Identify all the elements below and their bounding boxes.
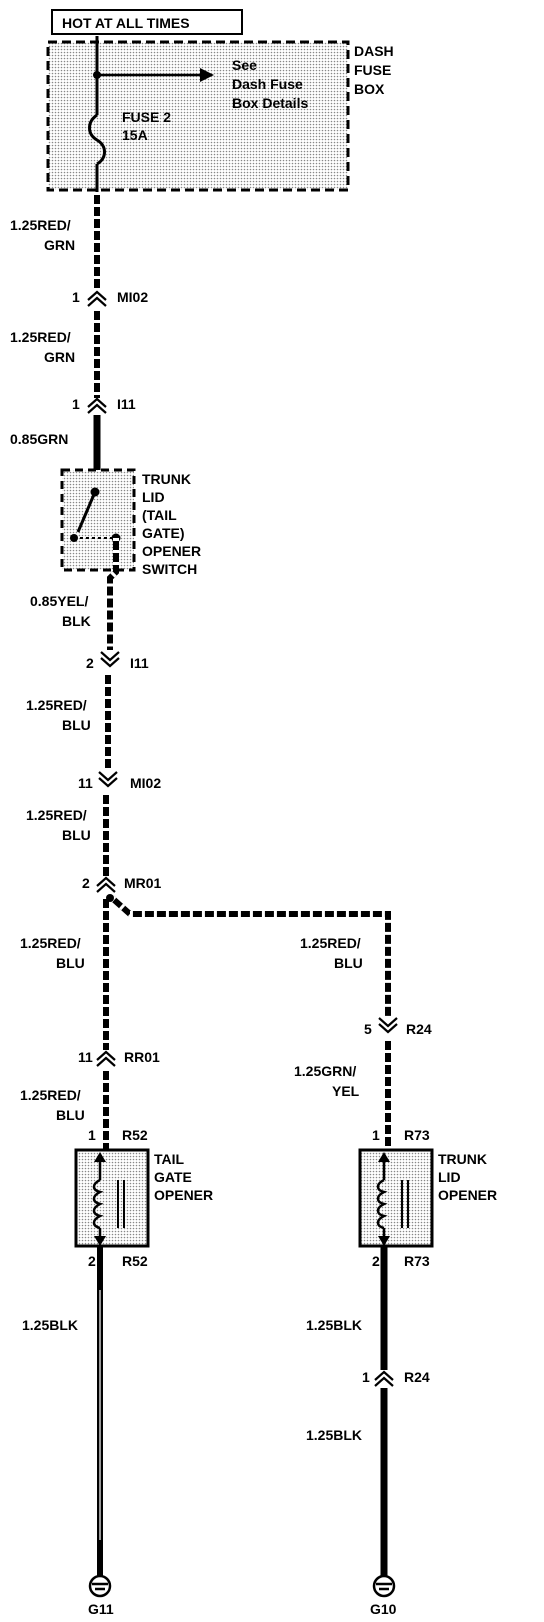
dash-fuse-box: See Dash Fuse Box Details FUSE 2 15A DAS… — [46, 36, 394, 192]
trunk-opener-title-3: OPENER — [438, 1187, 497, 1203]
connector-name: RR01 — [124, 1049, 160, 1065]
switch-blade-icon — [76, 491, 97, 533]
tailgate-title-1: TAIL — [154, 1151, 185, 1167]
connector-label: R73 — [404, 1253, 430, 1269]
connector-r24-5: 5 R24 — [364, 1016, 432, 1037]
connector-name: I11 — [117, 396, 136, 412]
wire-label: 1.25BLK — [306, 1317, 362, 1333]
ground-symbol-g10: G10 — [370, 1574, 397, 1617]
fuse-note-line-3: Box Details — [232, 95, 308, 111]
wire-label: 1.25GRN/ — [294, 1063, 356, 1079]
connector-pin: 5 — [364, 1021, 372, 1037]
connector-i11-1: 1 I11 — [72, 396, 136, 415]
wire-label: 1.25RED/ — [20, 1087, 81, 1103]
fuse-box-title-1: DASH — [354, 43, 394, 59]
pin-label: 2 — [88, 1253, 96, 1269]
solenoid-coil-icon — [92, 1178, 104, 1230]
fuse-name: FUSE 2 — [122, 109, 171, 125]
connector-label: R52 — [122, 1253, 148, 1269]
wire-label: BLK — [62, 613, 91, 629]
connector-name: I11 — [130, 655, 149, 671]
wire-label: BLU — [62, 717, 91, 733]
switch-title-5: OPENER — [142, 543, 201, 559]
tailgate-opener: 1 R52 2 R52 TAIL GATE OPENER — [74, 1127, 213, 1269]
switch-title-1: TRUNK — [142, 471, 191, 487]
connector-name: R24 — [406, 1021, 432, 1037]
connector-r24-1: 1 R24 — [362, 1369, 430, 1388]
wire-label: 1.25RED/ — [300, 935, 361, 951]
ground-label: G10 — [370, 1601, 397, 1617]
wire-label: 1.25RED/ — [20, 935, 81, 951]
connector-pin: 11 — [78, 775, 93, 791]
ground-symbol-g11: G11 — [88, 1574, 114, 1617]
fuse-box-title-2: FUSE — [354, 62, 391, 78]
wire-label: BLU — [56, 955, 85, 971]
fuse-box-title-3: BOX — [354, 81, 385, 97]
wire-label: 1.25RED/ — [10, 329, 71, 345]
pin-label: 2 — [372, 1253, 380, 1269]
pin-label: 1 — [372, 1127, 380, 1143]
hot-label: HOT AT ALL TIMES — [62, 15, 190, 31]
wire-branch — [103, 894, 391, 1050]
switch-title-2: LID — [142, 489, 165, 505]
connector-mr01-2: 2 MR01 — [82, 875, 162, 894]
wire-label: BLU — [62, 827, 91, 843]
connector-pin: 11 — [78, 1049, 93, 1065]
wire-label: 0.85GRN — [10, 431, 68, 447]
wire-label: 1.25BLK — [22, 1317, 78, 1333]
wire-label: YEL — [332, 1083, 360, 1099]
wire-label: GRN — [44, 237, 75, 253]
hot-at-all-times-box: HOT AT ALL TIMES — [51, 9, 243, 35]
ground-label: G11 — [88, 1601, 114, 1617]
connector-i11-2: 2 I11 — [86, 650, 149, 671]
connector-label: R52 — [122, 1127, 148, 1143]
trunk-lid-opener: 1 R73 2 R73 TRUNK LID OPENER — [358, 1127, 497, 1269]
connector-name: MR01 — [124, 875, 162, 891]
trunk-opener-title-2: LID — [438, 1169, 461, 1185]
connector-rr01-11: 11 RR01 — [78, 1049, 160, 1068]
trunk-opener-title-1: TRUNK — [438, 1151, 487, 1167]
connector-mi02-11: 11 MI02 — [78, 770, 161, 791]
tailgate-title-2: GATE — [154, 1169, 192, 1185]
solenoid-coil-icon — [376, 1178, 388, 1230]
fuse-icon — [88, 113, 106, 166]
wire-label: BLU — [56, 1107, 85, 1123]
switch-title-4: GATE) — [142, 525, 185, 541]
wire-label: 0.85YEL/ — [30, 593, 88, 609]
connector-pin: 1 — [362, 1369, 370, 1385]
connector-name: R24 — [404, 1369, 430, 1385]
connector-pin: 2 — [86, 655, 94, 671]
connector-name: MI02 — [117, 289, 148, 305]
trunk-lid-opener-switch: TRUNK LID (TAIL GATE) OPENER SWITCH — [60, 468, 201, 577]
wire-label: 1.25RED/ — [26, 697, 87, 713]
connector-pin: 1 — [72, 396, 80, 412]
fuse-note-line-1: See — [232, 57, 257, 73]
fuse-rating: 15A — [122, 127, 148, 143]
splice-dot — [106, 894, 114, 902]
connector-pin: 2 — [82, 875, 90, 891]
wire-label: 1.25RED/ — [26, 807, 87, 823]
arrow-right-icon — [200, 68, 214, 82]
connector-mi02-1: 1 MI02 — [72, 289, 148, 308]
switch-title-3: (TAIL — [142, 507, 177, 523]
connector-label: R73 — [404, 1127, 430, 1143]
wire-label: BLU — [334, 955, 363, 971]
wire-segment — [107, 538, 119, 650]
fuse-note-line-2: Dash Fuse — [232, 76, 303, 92]
tailgate-title-3: OPENER — [154, 1187, 213, 1203]
wire-label: GRN — [44, 349, 75, 365]
pin-label: 1 — [88, 1127, 96, 1143]
connector-pin: 1 — [72, 289, 80, 305]
wire-label: 1.25BLK — [306, 1427, 362, 1443]
switch-title-6: SWITCH — [142, 561, 197, 577]
connector-name: MI02 — [130, 775, 161, 791]
wire-label: 1.25RED/ — [10, 217, 71, 233]
